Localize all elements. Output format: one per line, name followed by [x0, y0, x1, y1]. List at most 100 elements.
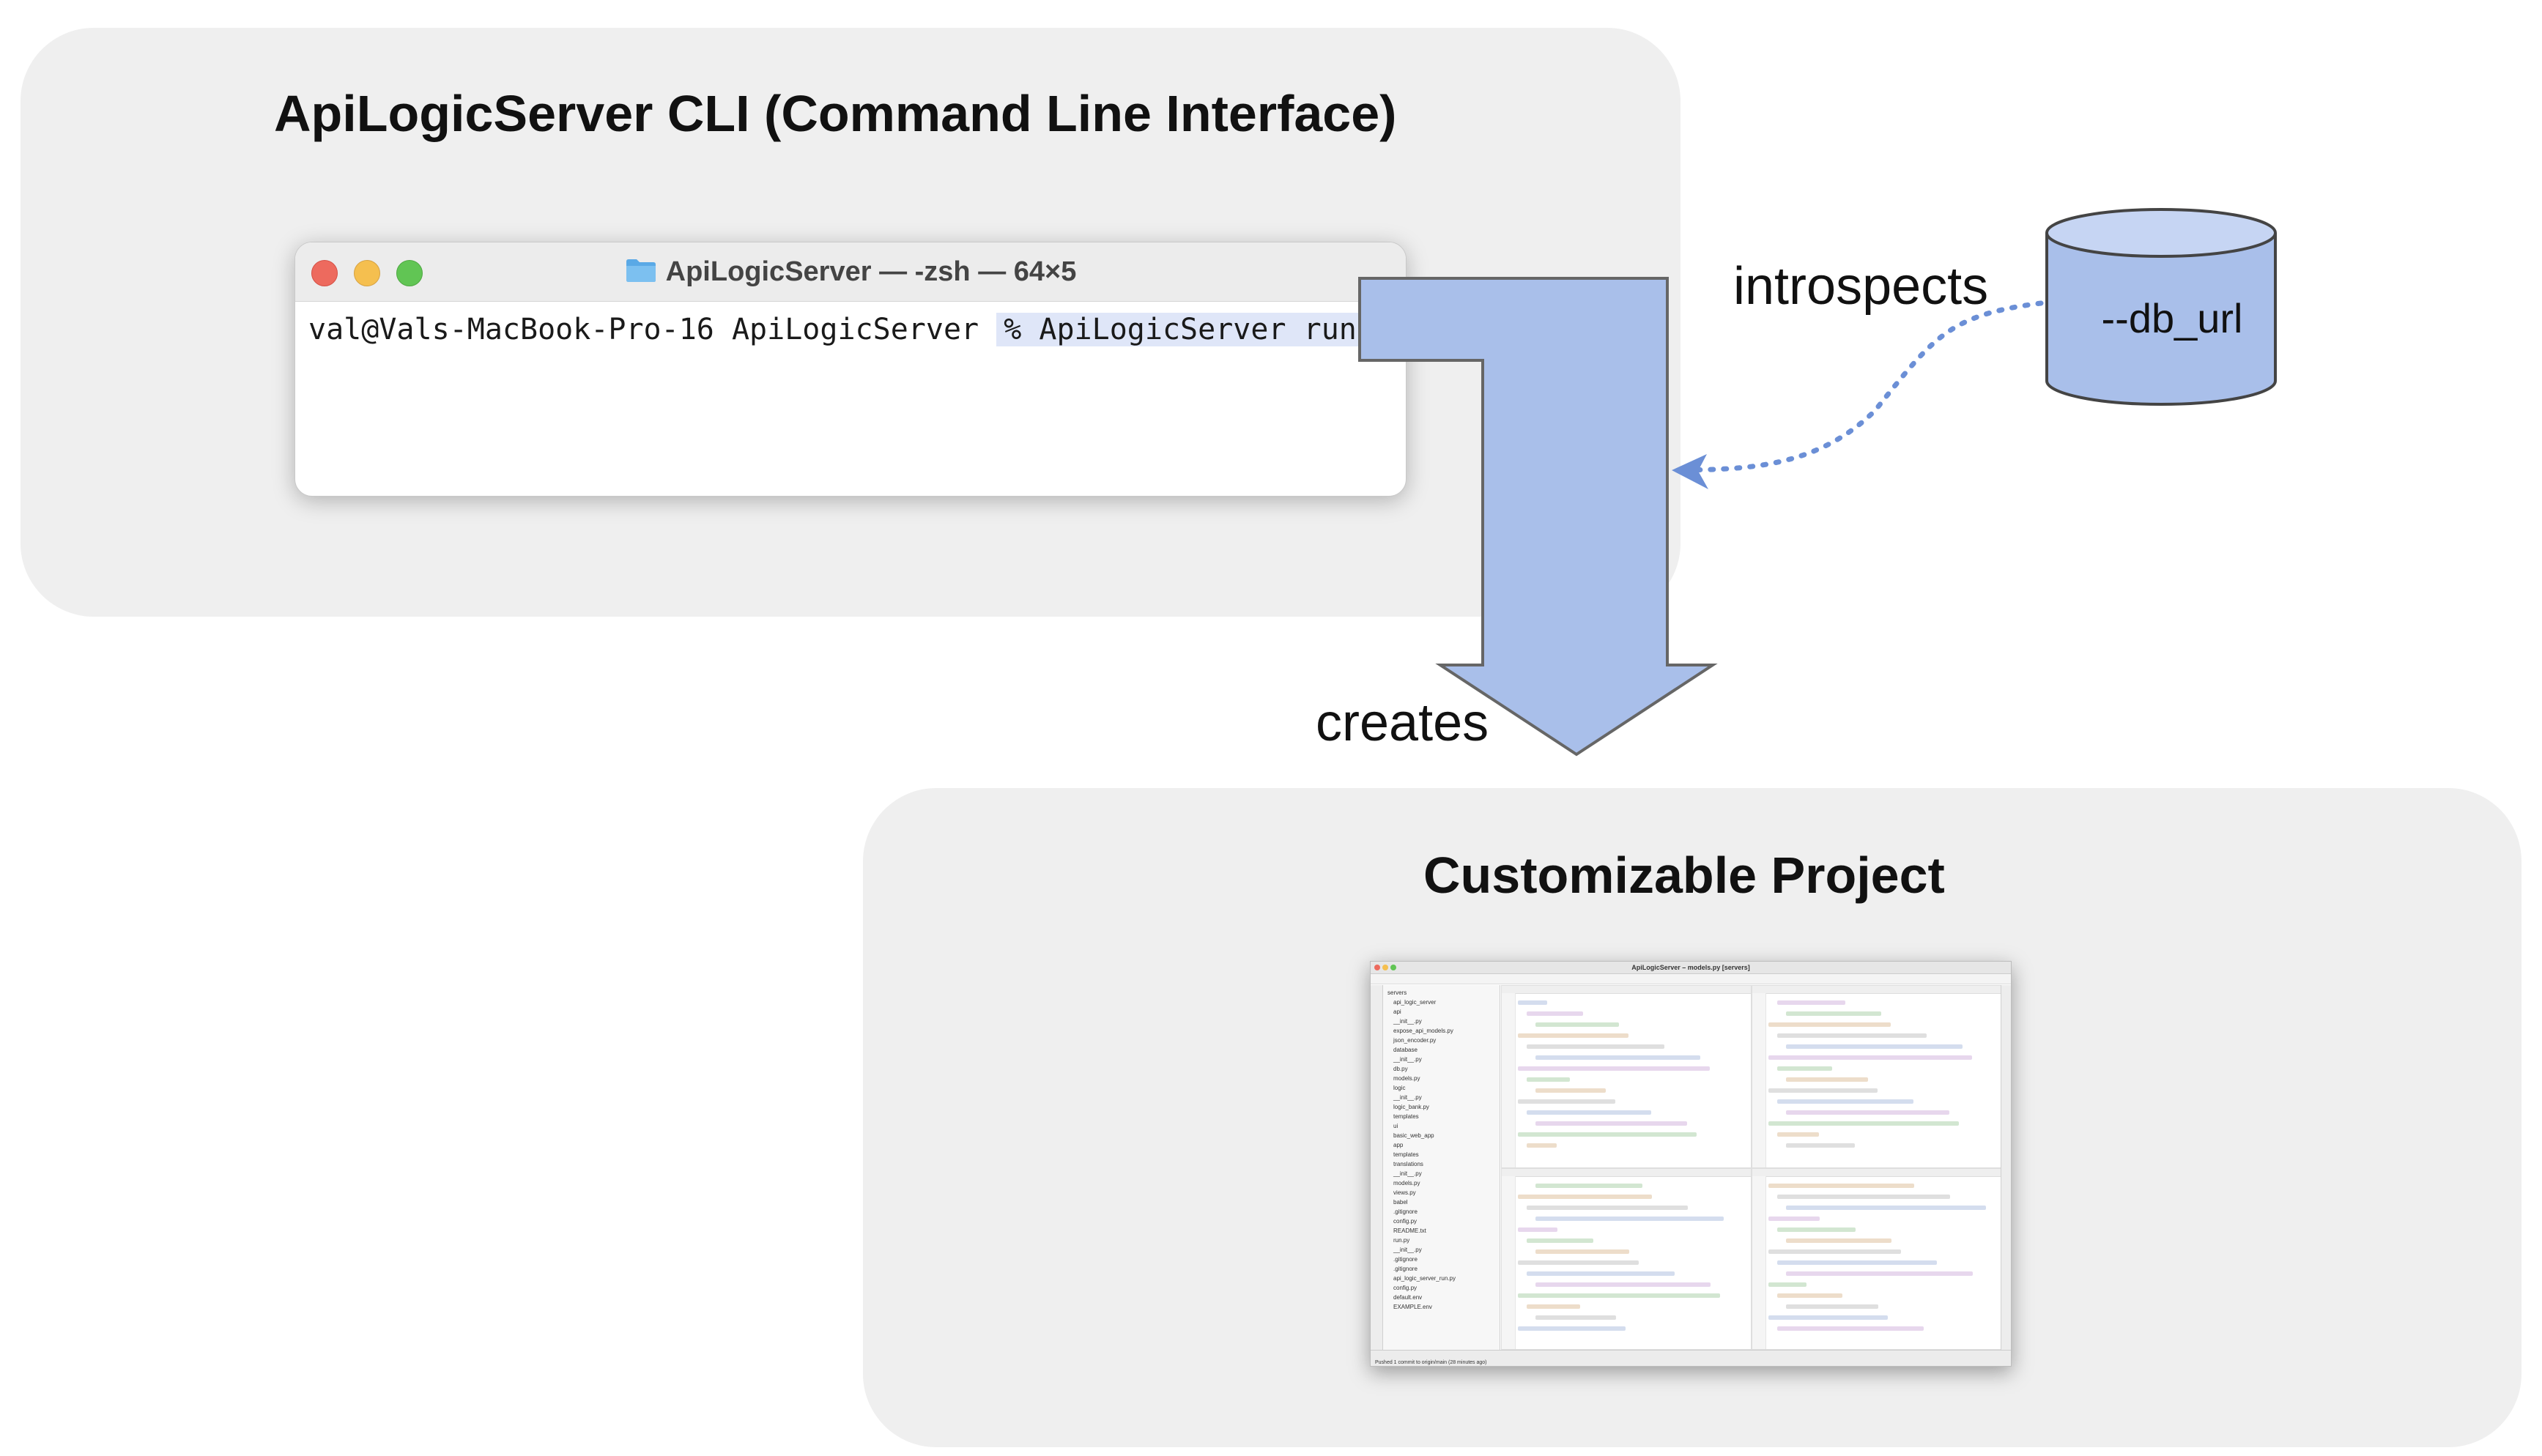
code-line-placeholder — [1535, 1022, 1619, 1027]
tree-item: translations — [1393, 1161, 1423, 1167]
ide-zoom-dot — [1390, 965, 1396, 970]
code-line-placeholder — [1535, 1121, 1687, 1126]
code-line-placeholder — [1535, 1315, 1616, 1320]
tree-item: babel — [1393, 1199, 1408, 1206]
code-line-placeholder — [1768, 1282, 1807, 1287]
code-line-placeholder — [1768, 1022, 1891, 1027]
tree-item: database — [1393, 1047, 1418, 1053]
code-line-placeholder — [1777, 1000, 1845, 1005]
terminal-title-bar — [295, 242, 1406, 302]
code-line-placeholder — [1518, 1099, 1615, 1104]
code-line-placeholder — [1786, 1304, 1878, 1309]
code-line-placeholder — [1535, 1055, 1700, 1060]
tree-item: logic_bank.py — [1393, 1104, 1429, 1110]
code-line-placeholder — [1535, 1184, 1642, 1188]
editor-tab — [1502, 1169, 1751, 1177]
code-line-placeholder — [1527, 1238, 1593, 1243]
ide-title-bar: ApiLogicServer – models.py [servers] — [1371, 962, 2011, 974]
minimize-window-button[interactable] — [354, 260, 380, 286]
code-line-placeholder — [1786, 1238, 1891, 1243]
tree-item: __init__.py — [1393, 1094, 1422, 1101]
tree-item: views.py — [1393, 1189, 1416, 1196]
tree-item: default.env — [1393, 1294, 1423, 1301]
code-line-placeholder — [1777, 1066, 1832, 1071]
terminal-title: ApiLogicServer — -zsh — 64×5 — [295, 242, 1406, 301]
tree-item: __init__.py — [1393, 1170, 1422, 1177]
zoom-window-button[interactable] — [396, 260, 423, 286]
tree-item: api_logic_server_run.py — [1393, 1275, 1456, 1282]
code-line-placeholder — [1777, 1132, 1819, 1137]
close-window-button[interactable] — [311, 260, 338, 286]
tree-item: __init__.py — [1393, 1056, 1422, 1063]
code-line-placeholder — [1527, 1011, 1583, 1016]
terminal-title-text: ApiLogicServer — -zsh — 64×5 — [665, 256, 1077, 287]
code-line-placeholder — [1527, 1110, 1651, 1115]
terminal-command: % ApiLogicServer run — [996, 311, 1383, 346]
code-line-placeholder — [1535, 1249, 1629, 1254]
code-line-placeholder — [1518, 1033, 1628, 1038]
code-line-placeholder — [1535, 1088, 1606, 1093]
tree-item: api_logic_server — [1393, 999, 1437, 1006]
tree-item: config.py — [1393, 1285, 1418, 1291]
code-line-placeholder — [1527, 1077, 1570, 1082]
code-line-placeholder — [1777, 1293, 1842, 1298]
ide-minimize-dot — [1382, 965, 1388, 970]
tree-item: .gitignore — [1393, 1208, 1418, 1215]
code-line-placeholder — [1535, 1217, 1724, 1221]
code-line-placeholder — [1777, 1033, 1927, 1038]
tree-item: README.txt — [1393, 1227, 1426, 1234]
editor-pane-models — [1752, 985, 2002, 1168]
tree-item: logic — [1393, 1085, 1406, 1091]
code-line-placeholder — [1786, 1110, 1949, 1115]
tree-item: models.py — [1393, 1075, 1420, 1082]
tree-item: expose_api_models.py — [1393, 1028, 1453, 1034]
cli-panel-title: ApiLogicServer CLI (Command Line Interfa… — [274, 85, 1397, 142]
tree-item: __init__.py — [1393, 1018, 1422, 1025]
database-cylinder-icon — [2045, 208, 2277, 406]
terminal-command-line[interactable]: val@Vals-MacBook-Pro-16 ApiLogicServer %… — [308, 305, 1383, 354]
code-line-placeholder — [1768, 1121, 1959, 1126]
code-line-placeholder — [1768, 1055, 1972, 1060]
code-line-placeholder — [1518, 1293, 1720, 1298]
code-line-placeholder — [1518, 1227, 1557, 1232]
code-line-placeholder — [1786, 1011, 1881, 1016]
tree-item: EXAMPLE.env — [1393, 1304, 1432, 1310]
code-line-placeholder — [1768, 1217, 1820, 1221]
code-line-placeholder — [1527, 1143, 1557, 1148]
editor-pane-views — [1752, 1168, 2002, 1350]
tree-item: templates — [1393, 1151, 1419, 1158]
tree-item: __init__.py — [1393, 1247, 1422, 1253]
code-line-placeholder — [1786, 1143, 1855, 1148]
code-line-placeholder — [1518, 1066, 1710, 1071]
tree-item: .gitignore — [1393, 1266, 1418, 1272]
editor-tab — [1752, 986, 2001, 994]
code-line-placeholder — [1768, 1184, 1914, 1188]
editor-pane-logic — [1501, 1168, 1752, 1350]
creates-label: creates — [1316, 694, 1489, 752]
tree-item: run.py — [1393, 1237, 1410, 1244]
ide-editor-area — [1501, 985, 2002, 1350]
editor-pane-run — [1501, 985, 1752, 1168]
database-label: --db_url — [2101, 295, 2243, 341]
tree-item: api — [1393, 1009, 1401, 1015]
ide-close-dot — [1374, 965, 1380, 970]
creates-arrow — [1358, 277, 1718, 757]
code-line-placeholder — [1527, 1304, 1580, 1309]
editor-tab — [1752, 1169, 2001, 1177]
terminal-command-text: % ApiLogicServer run — [1004, 313, 1357, 346]
ide-toolbar — [1371, 974, 2011, 984]
introspects-connector — [1683, 300, 2044, 473]
code-line-placeholder — [1535, 1282, 1711, 1287]
code-line-placeholder — [1786, 1206, 1986, 1210]
code-line-placeholder — [1518, 1326, 1626, 1331]
code-line-placeholder — [1518, 1000, 1547, 1005]
tree-item: models.py — [1393, 1180, 1420, 1186]
tree-item: app — [1393, 1142, 1404, 1148]
code-line-placeholder — [1518, 1260, 1639, 1265]
tree-item: json_encoder.py — [1393, 1037, 1437, 1044]
ide-left-toolbar — [1371, 985, 1383, 1350]
code-line-placeholder — [1527, 1044, 1664, 1049]
terminal-window[interactable]: ApiLogicServer — -zsh — 64×5 val@Vals-Ma… — [294, 242, 1407, 497]
